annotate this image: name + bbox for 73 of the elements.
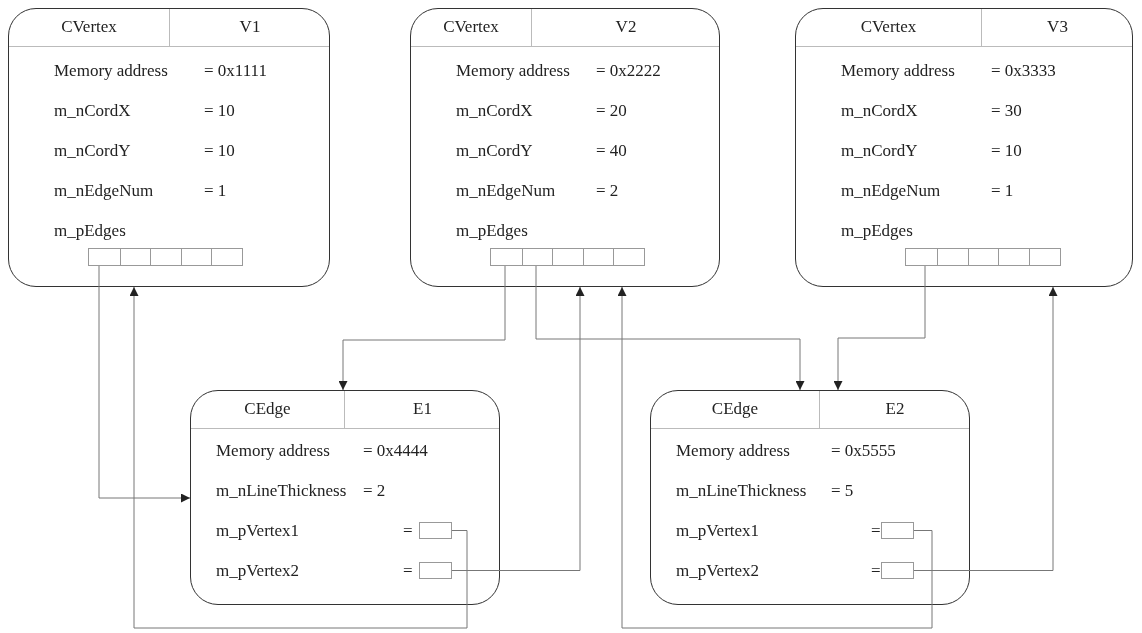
field-name: m_nCordY xyxy=(456,141,533,161)
pointer-arrow xyxy=(98,265,191,503)
pointer-box xyxy=(419,562,452,579)
field-value: = 40 xyxy=(596,141,627,161)
class-name: CVertex xyxy=(60,17,118,37)
field-value: = 1 xyxy=(991,181,1014,201)
pointer-arrow xyxy=(535,265,805,391)
field-name: m_nCordX xyxy=(841,101,918,121)
instance-name: V2 xyxy=(614,17,638,37)
field-name: Memory address xyxy=(216,441,330,461)
pointer-arrow xyxy=(833,265,926,391)
field-value: = 2 xyxy=(596,181,619,201)
pointer-arrow xyxy=(129,286,468,629)
object-box xyxy=(190,390,500,605)
field-value: = 1 xyxy=(204,181,227,201)
field-name: m_nCordX xyxy=(456,101,533,121)
field-value: = xyxy=(871,521,881,541)
field-name: m_nLineThickness xyxy=(216,481,347,501)
field-value: = 0x1111 xyxy=(204,61,267,81)
pointer-arrow xyxy=(451,286,585,571)
pointer-arrow xyxy=(617,286,933,629)
object-box xyxy=(8,8,330,287)
field-value: = 20 xyxy=(596,101,627,121)
pointer-box xyxy=(881,522,914,539)
field-name: m_nCordY xyxy=(841,141,918,161)
field-name: m_pVertex1 xyxy=(676,521,760,541)
class-name: CEdge xyxy=(710,399,760,419)
field-name: m_nEdgeNum xyxy=(841,181,941,201)
field-value: = 10 xyxy=(204,101,235,121)
object-box xyxy=(795,8,1133,287)
class-name: CVertex xyxy=(859,17,918,37)
field-value: = xyxy=(871,561,881,581)
field-value: = 30 xyxy=(991,101,1022,121)
field-name: m_nEdgeNum xyxy=(456,181,556,201)
field-value: = 2 xyxy=(363,481,386,501)
pointer-array xyxy=(88,248,243,266)
class-name: CEdge xyxy=(243,399,292,419)
instance-name: V3 xyxy=(1046,17,1069,37)
instance-name: E1 xyxy=(412,399,433,419)
field-value: = 5 xyxy=(831,481,854,501)
field-value: = 10 xyxy=(204,141,235,161)
pointer-arrow xyxy=(338,265,506,391)
field-name: m_pVertex2 xyxy=(676,561,760,581)
field-name: Memory address xyxy=(841,61,955,81)
object-box xyxy=(650,390,970,605)
instance-name: E2 xyxy=(884,399,906,419)
field-name: m_pEdges xyxy=(841,221,913,241)
field-name: Memory address xyxy=(676,441,790,461)
field-name: m_nCordY xyxy=(54,141,131,161)
class-name: CVertex xyxy=(442,17,500,37)
instance-name: V1 xyxy=(238,17,262,37)
pointer-array xyxy=(490,248,645,266)
field-value: = xyxy=(403,521,413,541)
field-name: m_nCordX xyxy=(54,101,131,121)
field-name: m_pEdges xyxy=(54,221,126,241)
pointer-array xyxy=(905,248,1061,266)
field-value: = 0x4444 xyxy=(363,441,428,461)
field-name: m_pVertex2 xyxy=(216,561,300,581)
field-name: Memory address xyxy=(456,61,570,81)
object-box xyxy=(410,8,720,287)
field-name: Memory address xyxy=(54,61,168,81)
field-name: m_pEdges xyxy=(456,221,528,241)
field-name: m_pVertex1 xyxy=(216,521,300,541)
field-value: = 0x2222 xyxy=(596,61,661,81)
field-name: m_nLineThickness xyxy=(676,481,807,501)
field-name: m_nEdgeNum xyxy=(54,181,154,201)
pointer-arrow xyxy=(913,286,1058,571)
field-value: = 0x5555 xyxy=(831,441,896,461)
pointer-box xyxy=(419,522,452,539)
pointer-box xyxy=(881,562,914,579)
field-value: = 0x3333 xyxy=(991,61,1056,81)
field-value: = xyxy=(403,561,413,581)
field-value: = 10 xyxy=(991,141,1022,161)
